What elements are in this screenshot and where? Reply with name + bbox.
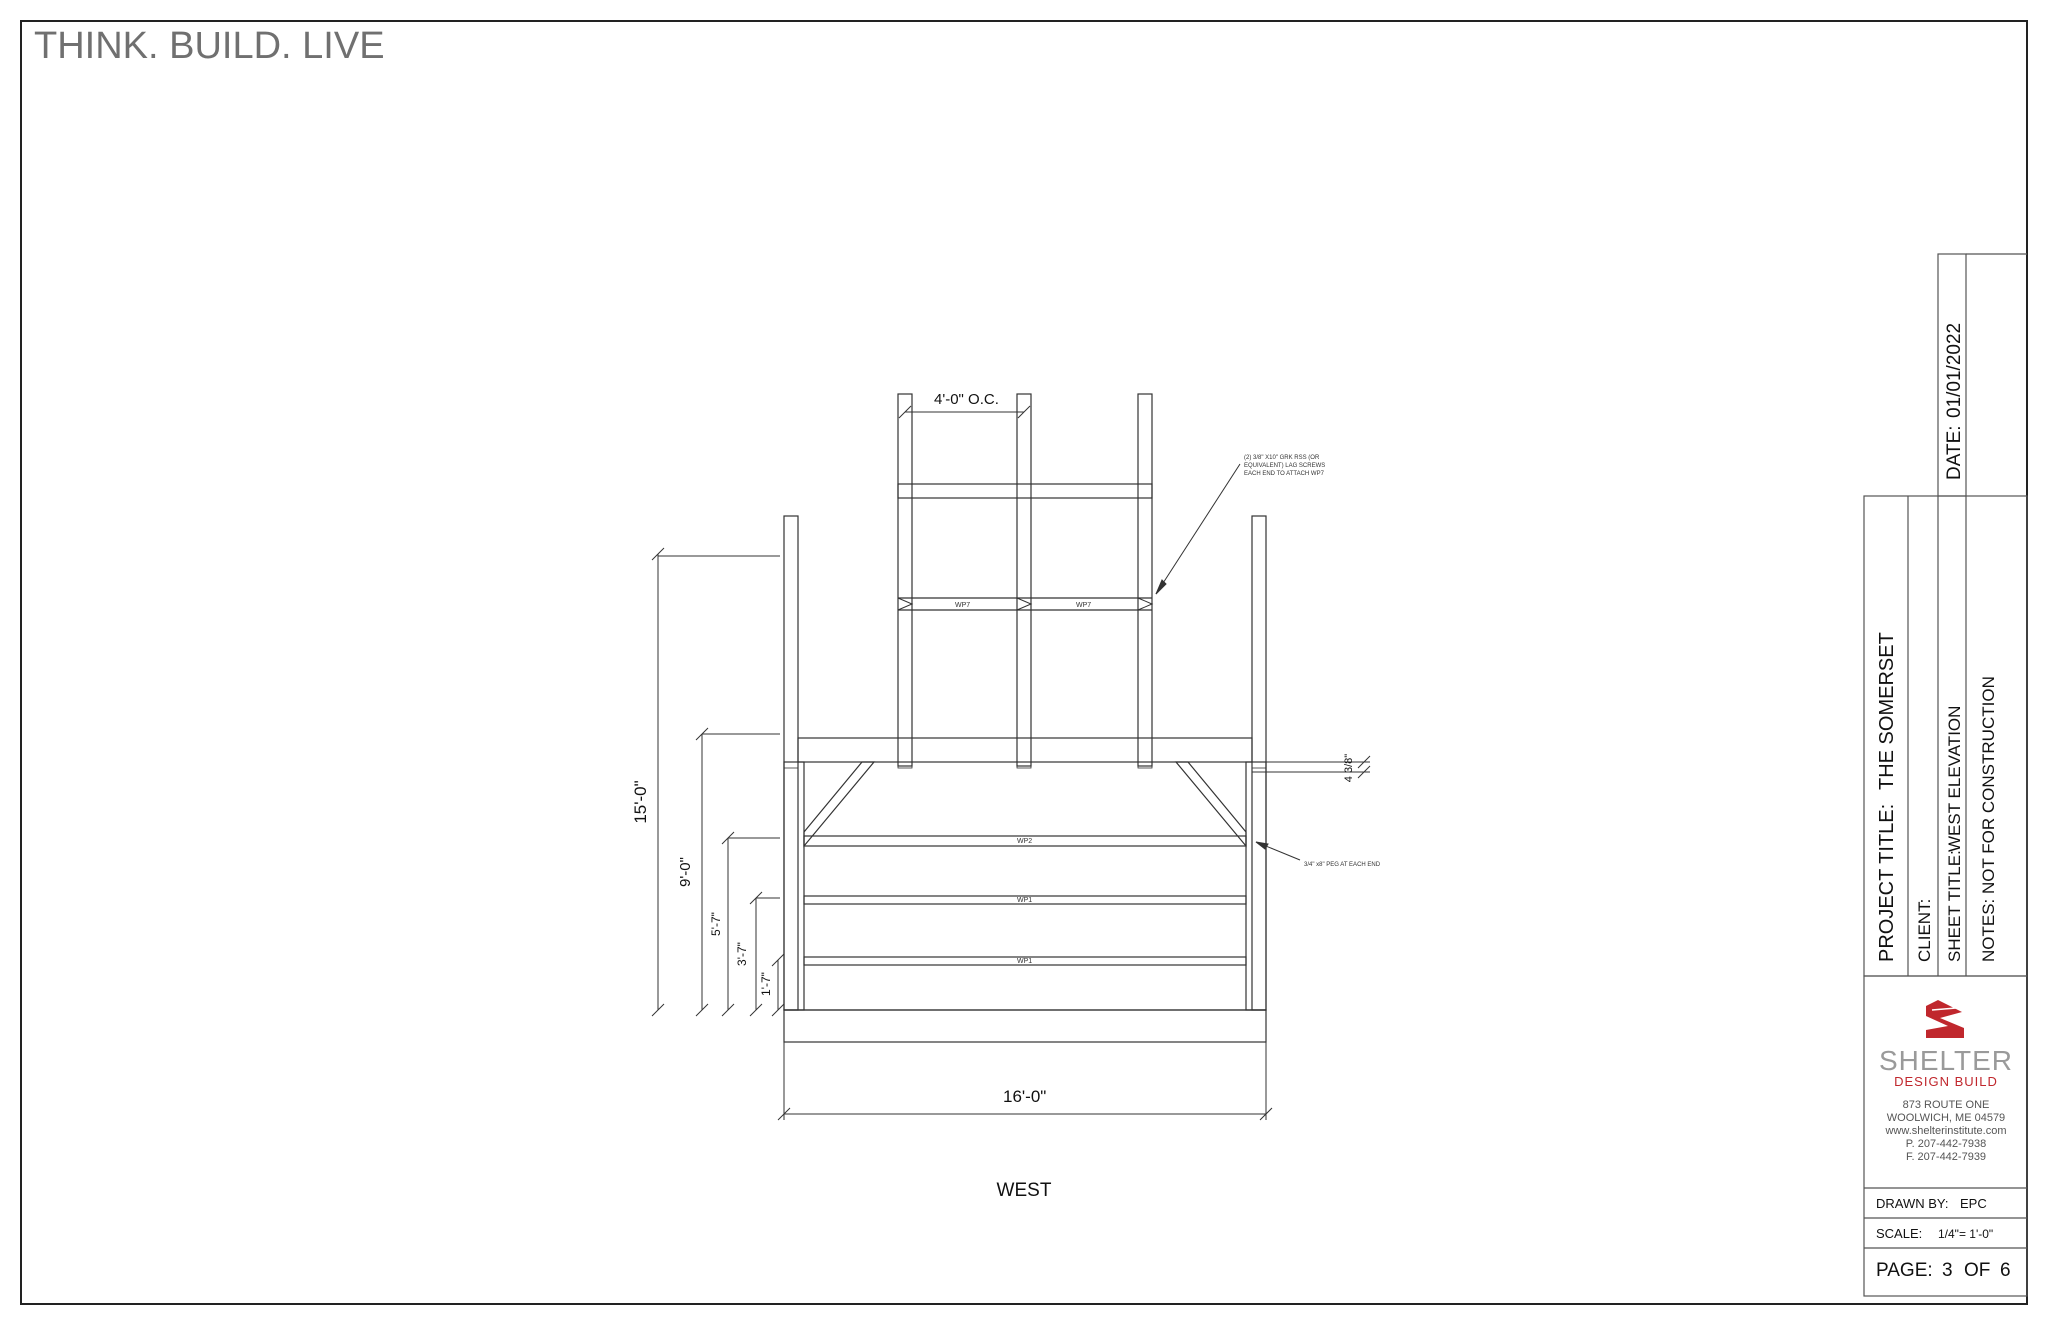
dim-top-spacing: 4'-0" O.C. (934, 391, 999, 408)
girt-wp2 (803, 835, 1247, 847)
label-wp1-lower: WP1 (1017, 958, 1032, 965)
top-girt (797, 737, 1253, 763)
dim-height-9: 9'-0" (677, 857, 694, 887)
view-label: WEST (997, 1180, 1052, 1201)
title-block (1863, 253, 2028, 1297)
upper-post-1 (897, 393, 913, 767)
dim-sill-offset: 4 3/8" (1343, 754, 1355, 782)
notes-label: NOTES: (1979, 899, 1998, 962)
address-line-3: www.shelterinstitute.com (1884, 1125, 2006, 1137)
page-label: PAGE: (1876, 1260, 1933, 1281)
page-total: 6 (2000, 1260, 2011, 1281)
address-line-2: WOOLWICH, ME 04579 (1887, 1112, 2005, 1124)
girt-wp1-lower (803, 956, 1247, 966)
wall-post-left (783, 761, 805, 1011)
logo-sub: DESIGN BUILD (1894, 1074, 1998, 1089)
label-wp7-right: WP7 (1076, 602, 1091, 609)
dim-overall-width: 16'-0" (1003, 1087, 1046, 1106)
upper-tie-beam (897, 483, 1153, 499)
dimension-lines (651, 405, 1371, 1121)
dim-height-3-7: 3'-7" (735, 942, 749, 966)
sheet-border (20, 20, 2028, 1305)
label-wp2: WP2 (1017, 838, 1032, 845)
note-screws-line-2: EQUIVALENT) LAG SCREWS (1244, 463, 1325, 469)
address-line-4: P. 207-442-7938 (1906, 1138, 1987, 1150)
logo-name: SHELTER (1879, 1045, 2013, 1076)
upper-post-3 (1137, 393, 1153, 767)
brace-right (1174, 761, 1247, 848)
date-value: 01/01/2022 (1944, 323, 1965, 418)
dim-overall-height: 15'-0" (631, 780, 650, 823)
note-peg: 3/4" x8" PEG AT EACH END (1304, 862, 1381, 868)
project-title-value: THE SOMERSET (1876, 632, 1898, 790)
scale-label: SCALE: (1876, 1226, 1922, 1241)
tagline: THINK. BUILD. LIVE (34, 25, 385, 67)
shelter-logo-icon (1926, 1000, 1964, 1038)
drawn-by-label: DRAWN BY: (1876, 1196, 1948, 1211)
dim-height-1-7: 1'-7" (759, 972, 773, 996)
upper-post-2 (1016, 393, 1032, 767)
corner-post-left (783, 515, 799, 1011)
address-line-5: F. 207-442-7939 (1906, 1151, 1986, 1163)
label-wp7-left: WP7 (955, 602, 970, 609)
client-label: CLIENT: (1915, 899, 1934, 962)
sill-beam (783, 1009, 1267, 1043)
drawn-by-value: EPC (1960, 1196, 1987, 1211)
dim-height-5-7: 5'-7" (709, 912, 723, 936)
girt-wp1-upper (803, 895, 1247, 905)
date-label: DATE: (1944, 425, 1965, 480)
address-line-1: 873 ROUTE ONE (1903, 1099, 1990, 1111)
sheet-title-label: SHEET TITLE: (1945, 850, 1964, 962)
project-title-label: PROJECT TITLE: (1876, 804, 1898, 962)
elevation-drawing (783, 393, 1267, 1043)
note-screws-line-1: (2) 3/8" X10" GRK RSS (OR (1244, 455, 1320, 461)
wall-post-right (1245, 761, 1267, 1011)
page-number: 3 (1942, 1260, 1953, 1281)
corner-post-right (1251, 515, 1267, 1011)
note-screws-line-3: EACH END TO ATTACH WP7 (1244, 471, 1325, 477)
label-wp1-upper: WP1 (1017, 897, 1032, 904)
sheet-title-value: WEST ELEVATION (1945, 706, 1964, 852)
scale-value: 1/4"= 1'-0" (1938, 1227, 1993, 1241)
brace-left (803, 761, 876, 848)
page-of: OF (1964, 1260, 1990, 1281)
notes-value: NOT FOR CONSTRUCTION (1979, 676, 1998, 894)
